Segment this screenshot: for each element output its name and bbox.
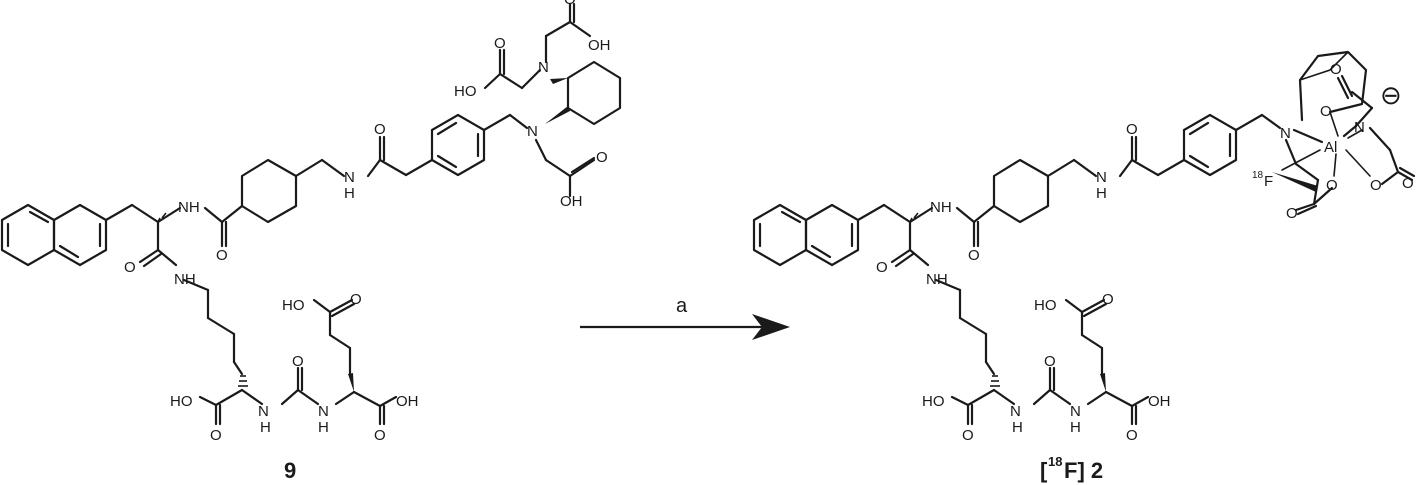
atom-label-o: O — [1126, 427, 1138, 444]
reactant-compound-label: 9 — [284, 458, 296, 483]
product-label-bracket: [ — [1040, 458, 1048, 483]
atom-label-n: N — [344, 169, 355, 186]
atom-label-o: O — [350, 291, 362, 308]
atom-label-nh: NH — [930, 199, 952, 216]
atom-label-n: N — [1070, 403, 1081, 420]
atom-label-ho: HO — [282, 297, 305, 314]
atom-label-o: O — [1126, 121, 1138, 138]
al-chelate-core — [1272, 50, 1416, 216]
atom-label-ho: HO — [454, 83, 477, 100]
product-label-rest: F] 2 — [1064, 458, 1103, 483]
atom-label-n: N — [1280, 125, 1291, 142]
atom-label-o: O — [1044, 353, 1056, 370]
atom-label-o: O — [596, 149, 608, 166]
atom-label-o: O — [216, 247, 228, 264]
atom-label-h: H — [1070, 419, 1081, 436]
atom-label-o: O — [124, 259, 136, 276]
negative-charge-icon: ⊖ — [1380, 80, 1402, 110]
atom-label-ho: HO — [170, 393, 193, 410]
reactant-atom-labels: NH O NH O N H O N N O HO O OH O OH HO O … — [124, 0, 611, 444]
product-label-isotope: 18 — [1048, 454, 1062, 469]
atom-label-o: O — [1402, 175, 1414, 192]
atom-label-nh: NH — [174, 271, 196, 288]
product-compound-label: [ 18 F] 2 — [1040, 454, 1103, 483]
atom-label-o: O — [210, 427, 222, 444]
product-atom-labels: NH O NH O N H O N O O N Al 18 F O O O O … — [876, 61, 1414, 444]
atom-label-o: O — [494, 35, 506, 52]
atom-label-n: N — [1010, 403, 1021, 420]
naphthalene-ring — [0, 203, 108, 267]
atom-label-oh: OH — [560, 193, 583, 210]
reactant-9-structure — [0, 2, 622, 426]
atom-label-f: F — [1264, 173, 1273, 190]
atom-label-ho: HO — [1034, 297, 1057, 314]
atom-label-h: H — [260, 419, 271, 436]
atom-label-al: Al — [1324, 139, 1337, 156]
atom-label-o: O — [962, 427, 974, 444]
atom-label-n: N — [527, 123, 538, 140]
isotope-label-18: 18 — [1252, 170, 1264, 181]
atom-label-n: N — [538, 59, 549, 76]
atom-label-h: H — [1096, 185, 1107, 202]
atom-label-o: O — [876, 259, 888, 276]
atom-label-o: O — [968, 247, 980, 264]
atom-label-n: N — [1354, 119, 1365, 136]
atom-label-h: H — [1012, 419, 1023, 436]
atom-label-n: N — [258, 403, 269, 420]
atom-label-o: O — [1330, 61, 1342, 78]
atom-label-o: O — [1286, 205, 1298, 222]
atom-label-o: O — [564, 0, 576, 8]
atom-label-oh: OH — [1148, 393, 1171, 410]
reaction-arrow — [580, 314, 790, 340]
atom-label-o: O — [1370, 177, 1382, 194]
reaction-condition-label: a — [676, 295, 688, 317]
atom-label-ho: HO — [922, 393, 945, 410]
product-structure — [752, 50, 1416, 426]
atom-label-oh: OH — [396, 393, 419, 410]
atom-label-o: O — [374, 121, 386, 138]
atom-label-o: O — [1320, 103, 1332, 120]
atom-label-nh: NH — [178, 199, 200, 216]
atom-label-oh: OH — [588, 37, 611, 54]
atom-label-o: O — [1102, 291, 1114, 308]
atom-label-h: H — [344, 185, 355, 202]
atom-label-n: N — [318, 403, 329, 420]
atom-label-n: N — [1096, 169, 1107, 186]
atom-label-h: H — [318, 419, 329, 436]
atom-label-o: O — [292, 353, 304, 370]
atom-label-o: O — [374, 427, 386, 444]
product-naphthalene-ring — [752, 203, 860, 267]
atom-label-o: O — [1326, 177, 1338, 194]
atom-label-nh: NH — [926, 271, 948, 288]
